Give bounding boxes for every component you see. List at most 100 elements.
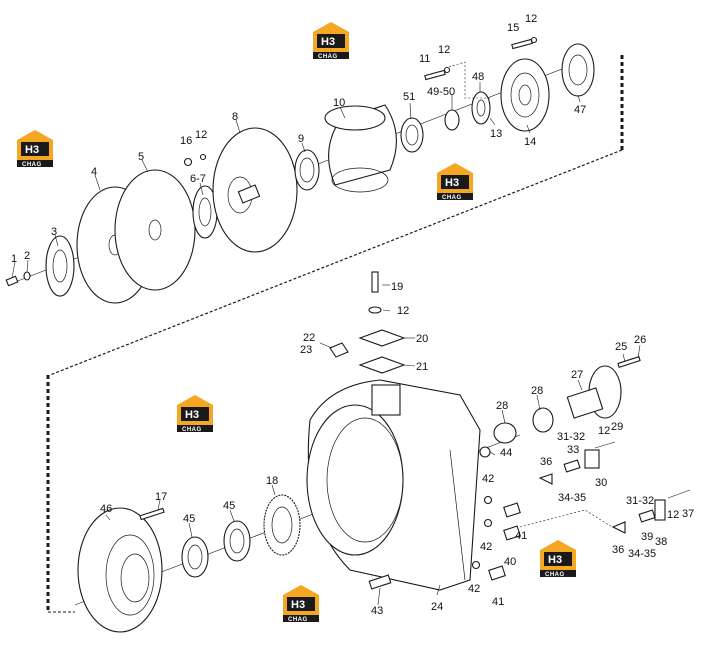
svg-text:CHAG: CHAG [182,427,202,433]
plate-part-21 [358,356,406,374]
callout-19: 19 [391,281,403,293]
callout-28-b: 28 [496,400,508,412]
drum-part-10 [324,104,397,193]
watermark-logo-6: H3 CHAG [283,585,319,623]
fitting-part-44 [479,446,491,458]
ring-gear-part-14 [500,58,550,132]
callout-12-d: 12 [397,305,409,317]
assembly-boundary-dashed [46,55,624,613]
callout-9: 9 [298,133,304,145]
callout-43: 43 [371,605,383,617]
bolt-part-19 [368,271,382,314]
washer-part-2 [23,271,31,281]
seal-part-51 [400,117,424,153]
callout-34-35-b: 34-35 [628,548,656,560]
seal-part-45-a [181,536,209,578]
callout-12-b: 12 [525,13,537,25]
callout-8: 8 [232,111,238,123]
watermark-logo-1: H3 CHAG [313,22,349,60]
callout-36-a: 36 [540,456,552,468]
bolt-part-16 [183,153,207,167]
callout-45-b: 45 [223,500,235,512]
plug-part-41-b [488,565,506,581]
callout-48: 48 [472,71,484,83]
bolt-part-17 [139,507,165,521]
sensor-part-39 [519,489,691,534]
watermark-logo-2: H3 CHAG [17,130,53,168]
flywheel-part-8 [212,127,298,253]
bolt-part-1 [5,275,19,287]
svg-text:H3: H3 [321,36,335,48]
callout-23: 23 [300,344,312,356]
callout-38: 38 [655,536,667,548]
callout-16: 16 [180,135,192,147]
callout-26: 26 [634,334,646,346]
svg-text:CHAG: CHAG [22,162,42,168]
callout-41-a: 41 [515,530,527,542]
watermark-logo-3: H3 CHAG [437,163,473,201]
callout-46: 46 [100,503,112,515]
callout-36-b: 36 [612,544,624,556]
svg-text:H3: H3 [291,599,305,611]
callout-31-32-a: 31-32 [557,431,585,443]
callout-20: 20 [416,333,428,345]
sensor-part-33 [538,441,616,485]
callout-24: 24 [431,601,443,613]
callout-17: 17 [155,491,167,503]
svg-text:CHAG: CHAG [288,617,308,623]
gear-part-18 [263,494,301,556]
svg-text:H3: H3 [548,554,562,566]
callout-45-a: 45 [183,513,195,525]
callout-14: 14 [524,136,536,148]
cover-part-46 [77,507,163,633]
svg-text:CHAG: CHAG [545,572,565,578]
plug-part-40 [503,502,521,518]
bracket-part-22-23 [329,342,349,358]
svg-text:CHAG: CHAG [318,54,338,60]
seal-part-42 [471,495,493,570]
watermark-logo-5: H3 CHAG [540,540,576,578]
fitting-part-43 [368,574,392,590]
callout-12-e: 12 [598,425,610,437]
callout-37: 37 [682,508,694,520]
callout-44: 44 [500,447,512,459]
svg-text:H3: H3 [185,409,199,421]
seal-part-45-b [223,520,251,562]
callout-25: 25 [615,341,627,353]
flange-part-27 [566,365,622,419]
bolt-part-11 [424,66,451,81]
callout-10: 10 [333,97,345,109]
callout-22: 22 [303,332,315,344]
callout-31-32-b: 31-32 [626,495,654,507]
ring-part-49-50 [444,109,460,131]
callout-labels: 1 2 3 4 5 6-7 8 9 10 11 12 12 12 13 14 1… [11,13,694,617]
callout-47: 47 [574,104,586,116]
callout-12-a: 12 [438,44,450,56]
callout-2: 2 [24,250,30,262]
callout-42-a: 42 [482,473,494,485]
callout-11: 11 [419,53,430,65]
svg-text:H3: H3 [445,177,459,189]
callout-3: 3 [51,226,57,238]
callout-21: 21 [416,361,428,373]
o-ring-part-28-a [532,407,554,433]
callout-12-c: 12 [195,129,207,141]
callout-30: 30 [595,477,607,489]
o-ring-part-28-b [493,422,517,444]
callout-6-7: 6-7 [190,173,206,185]
callout-27: 27 [571,369,583,381]
callout-34-35-a: 34-35 [558,492,586,504]
transmission-housing-part-24 [306,379,481,591]
callout-40: 40 [504,556,516,568]
svg-text:H3: H3 [25,144,39,156]
callout-15: 15 [507,22,519,34]
callout-41-b: 41 [492,596,504,608]
leader-lines [11,82,641,606]
callout-13: 13 [490,128,502,140]
callout-42-b: 42 [480,541,492,553]
bolt-part-15 [511,36,538,50]
washer-part-48 [471,91,491,125]
callout-29: 29 [611,421,623,433]
